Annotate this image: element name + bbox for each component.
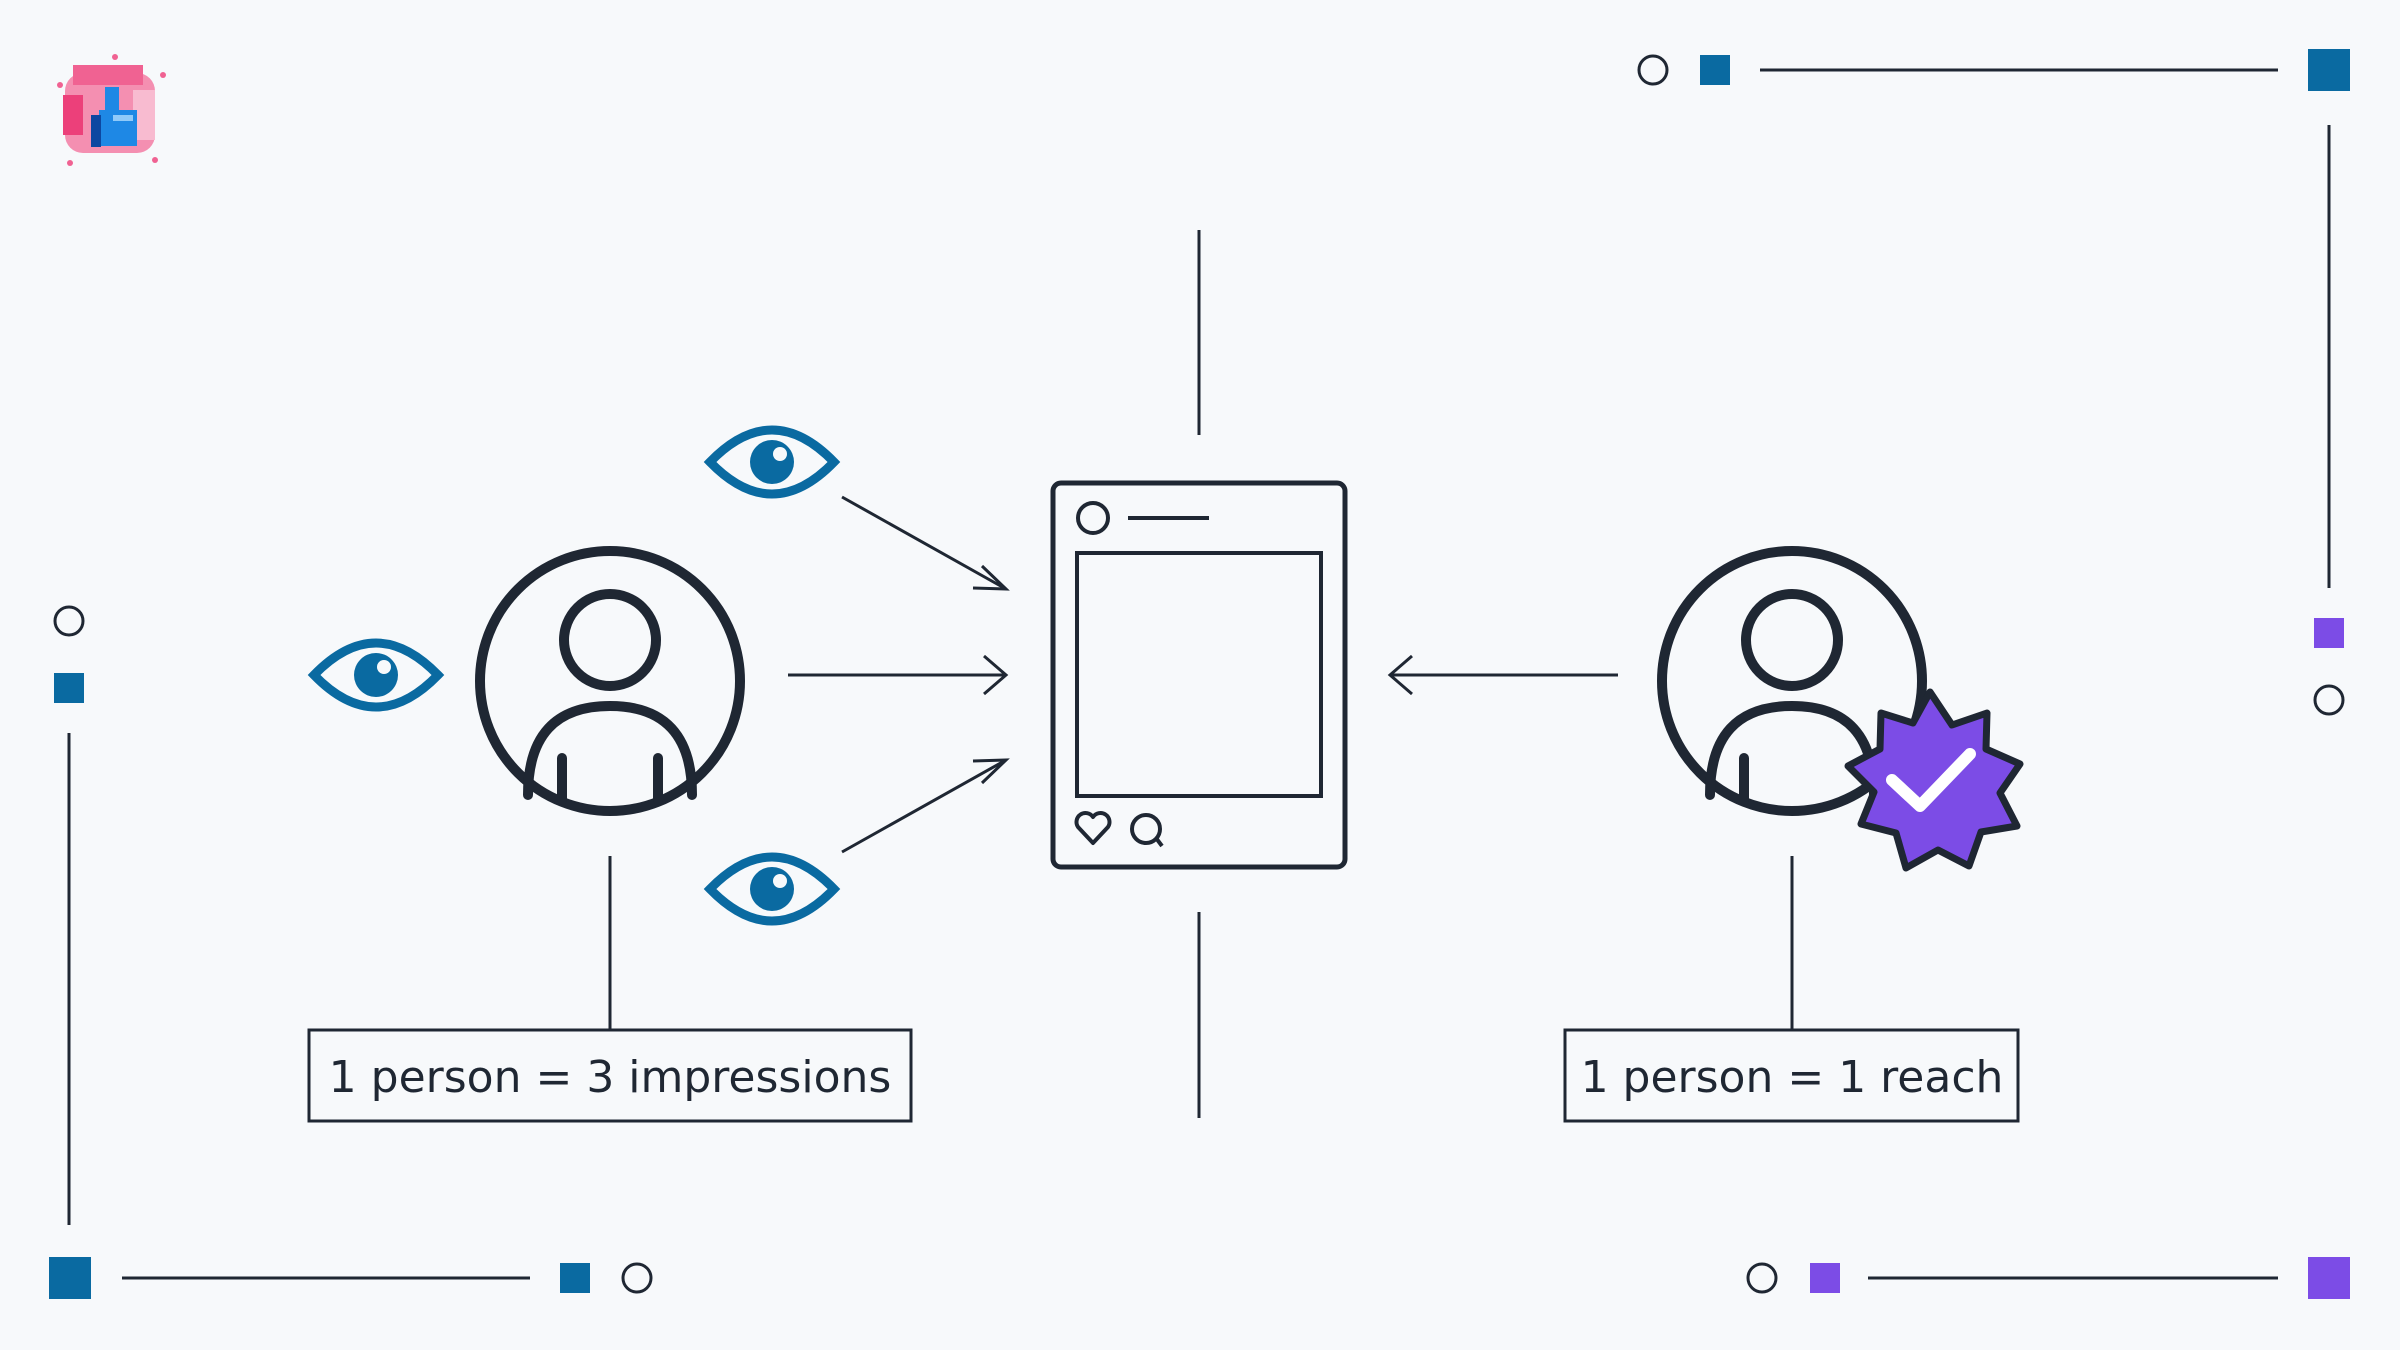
heart-icon	[1074, 811, 1112, 845]
reach-label: 1 person = 1 reach	[1581, 1052, 2004, 1103]
arrow-impression-middle	[788, 654, 1009, 696]
impressions-label-box: 1 person = 3 impressions	[307, 1028, 913, 1123]
arrow-impression-bottom	[841, 758, 1010, 854]
eye-icon	[703, 425, 841, 499]
frame-bottom-left	[53, 605, 653, 1294]
arrow-reach	[1387, 654, 1618, 696]
frame-square-purple	[2314, 618, 2344, 648]
frame-square-blue	[54, 673, 84, 703]
frame-square-purple	[2308, 1257, 2350, 1299]
frame-top-right	[1637, 54, 2345, 716]
frame-square-purple	[1810, 1263, 1840, 1293]
impressions-label: 1 person = 3 impressions	[329, 1052, 892, 1103]
frame-square-blue	[49, 1257, 91, 1299]
social-post-icon	[1050, 480, 1348, 870]
reach-label-box: 1 person = 1 reach	[1563, 1028, 2020, 1123]
person-avatar-icon	[475, 546, 745, 816]
person-avatar-icon	[1657, 546, 1927, 816]
eye-icon	[307, 638, 445, 712]
frame-square-blue	[2308, 49, 2350, 91]
frame-square-blue	[560, 1263, 590, 1293]
arrow-impression-top	[841, 495, 1010, 591]
frame-bottom-right	[1746, 1262, 2278, 1294]
comment-icon	[1130, 813, 1164, 848]
pixel-thumbs-up-icon	[57, 54, 166, 166]
verified-badge-icon	[1844, 688, 2024, 872]
frame-square-blue	[1700, 55, 1730, 85]
eye-icon	[703, 852, 841, 926]
